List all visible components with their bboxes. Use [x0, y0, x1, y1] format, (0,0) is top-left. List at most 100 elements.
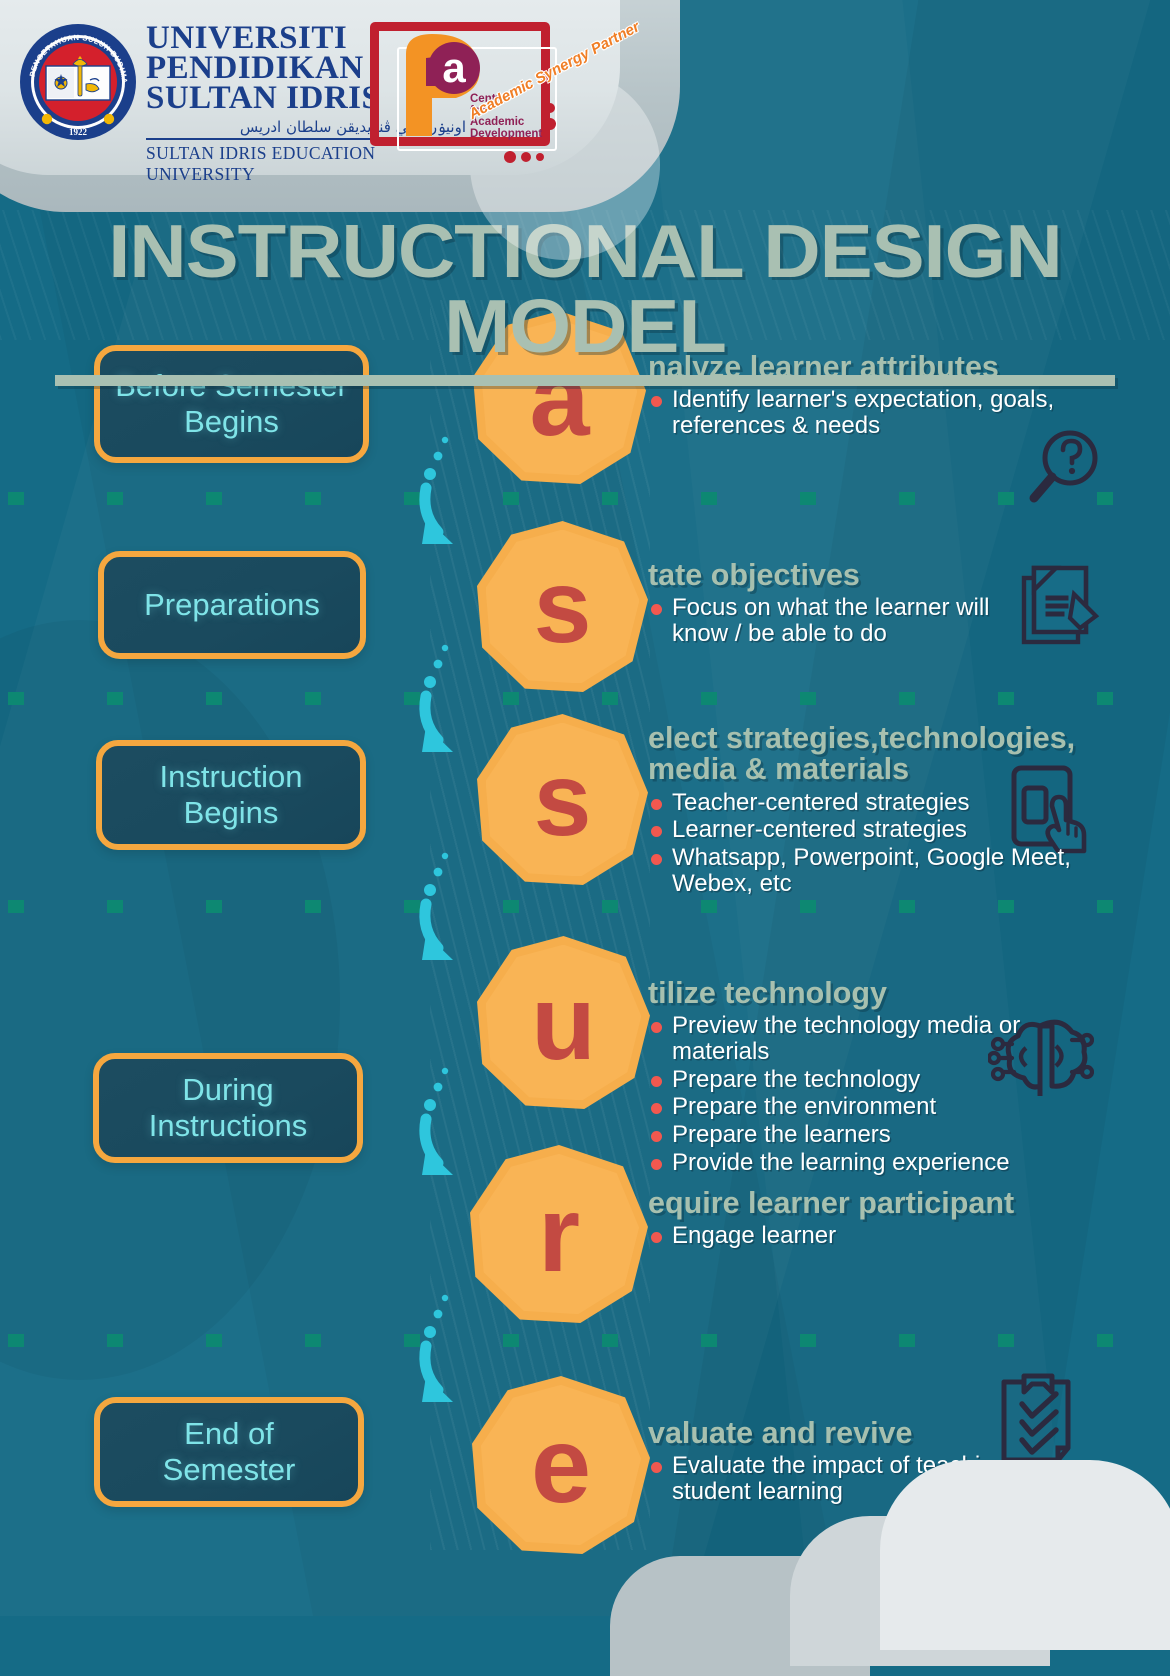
- step-bullet-item: Preview the technology media or material…: [648, 1013, 1028, 1065]
- cad-line-1: Centre: [470, 93, 507, 105]
- octagon-inner-2: [485, 722, 640, 877]
- octagon-inner-4: [478, 1153, 640, 1315]
- octagon-letter-1: s: [533, 548, 592, 665]
- university-english: SULTAN IDRIS EDUCATION UNIVERSITY: [146, 143, 376, 184]
- octagon-letter-3: u: [531, 963, 596, 1082]
- university-wordmark: UNIVERSITI PENDIDIKAN SULTAN IDRIS اونيۏ…: [146, 22, 466, 185]
- title-section: INSTRUCTIONAL DESIGN MODEL: [0, 214, 1170, 386]
- octagon-step-e[interactable]: e: [472, 1376, 650, 1554]
- cad-dots-vertical-icon: [544, 103, 556, 130]
- university-rule: [146, 138, 446, 140]
- divider-dashed-1: [8, 492, 1162, 505]
- step-bullets-3: Preview the technology media or material…: [648, 1013, 1028, 1175]
- svg-text:a: a: [442, 44, 466, 91]
- cad-line-4: Development: [470, 127, 543, 140]
- step-bullets-1: Focus on what the learner will know / be…: [648, 595, 1028, 647]
- title-underline: [55, 375, 1115, 386]
- divider-dashed-4: [8, 1334, 1162, 1347]
- stage-label-line: Begins: [183, 795, 279, 830]
- step-bullet-item: Engage learner: [648, 1223, 1088, 1249]
- octagon-inner-5: [480, 1384, 642, 1546]
- cad-frame-red: [370, 22, 557, 151]
- step-content-s2: elect strategies,technologies, media & m…: [648, 721, 1098, 899]
- stage-label-line: Preparations: [144, 587, 320, 623]
- magnifier-question-icon: [1022, 428, 1106, 506]
- svg-text:1922: 1922: [69, 127, 88, 137]
- step-bullet-item: Prepare the technology: [648, 1067, 1028, 1093]
- university-line-1: UNIVERSITI: [146, 20, 348, 56]
- upsi-crest-icon: 1922 PENGETAHUAN SULUH BUDIMAN: [15, 15, 138, 142]
- cad-wordmark: Centre for Academic Development: [470, 93, 543, 140]
- step-bullet-item: Provide the learning experience: [648, 1150, 1028, 1176]
- cad-frame-white: [397, 47, 557, 151]
- step-content-r: equire learner participant Engage learne…: [648, 1186, 1088, 1251]
- stage-box-preparations[interactable]: Preparations: [98, 551, 366, 659]
- octagon-inner-1: [485, 529, 640, 684]
- arrow-down-3: [404, 848, 474, 970]
- arrow-down-5: [404, 1290, 474, 1412]
- ai-brain-circuit-icon: [986, 1014, 1095, 1106]
- cad-p-icon: a: [406, 34, 480, 136]
- stage-label-line: Instructions: [148, 1108, 308, 1143]
- university-line-3: SULTAN IDRIS: [146, 80, 381, 116]
- cad-logo: a Centre for Academic Development Academ…: [362, 16, 643, 176]
- university-line-2: PENDIDIKAN: [146, 50, 364, 86]
- arrow-down-2: [404, 640, 474, 762]
- cad-dots-horizontal-icon: [504, 151, 544, 163]
- step-bullet-item: Prepare the learners: [648, 1122, 1028, 1148]
- step-bullet-item: Teacher-centered strategies: [648, 790, 1098, 816]
- step-bullet-item: Prepare the environment: [648, 1094, 1028, 1120]
- octagon-step-s1[interactable]: s: [477, 521, 648, 692]
- octagon-step-a[interactable]: a: [473, 311, 646, 484]
- step-heading-2: elect strategies,technologies, media & m…: [648, 721, 1076, 787]
- stage-label-line: End of: [184, 1416, 274, 1452]
- footer-decoration: [610, 1446, 1170, 1676]
- octagon-step-s2[interactable]: s: [477, 714, 648, 885]
- step-content-s1: tate objectives Focus on what the learne…: [648, 558, 1028, 649]
- octagon-inner-3: [485, 944, 642, 1101]
- stage-label-1: Preparations: [144, 587, 320, 623]
- octagon-inner-0: [481, 319, 638, 476]
- step-bullets-4: Engage learner: [648, 1223, 1088, 1249]
- step-heading-3: tilize technology: [648, 976, 887, 1010]
- octagon-step-r[interactable]: r: [470, 1145, 648, 1323]
- step-heading-4: equire learner participant: [648, 1186, 1015, 1220]
- octagon-letter-5: e: [530, 1404, 592, 1525]
- arrow-down-4: [404, 1063, 474, 1185]
- stage-label-line: Instruction: [159, 759, 303, 795]
- clipboard-checklist-icon: [996, 1372, 1084, 1470]
- cad-line-2: for: [470, 104, 486, 117]
- stage-label-line: During: [182, 1072, 274, 1108]
- bg-hatch-top: [0, 210, 1170, 340]
- stage-label-line: Begins: [184, 404, 279, 439]
- step-bullets-0: Identify learner's expectation, goals, r…: [648, 387, 1088, 439]
- step-bullet-item: Learner-centered strategies: [648, 817, 1098, 843]
- cad-line-3: Academic: [470, 116, 525, 128]
- arrow-down-1: [404, 432, 474, 554]
- octagon-letter-0: a: [529, 336, 590, 458]
- page-title: INSTRUCTIONAL DESIGN MODEL: [108, 209, 1063, 368]
- step-bullet-item: Whatsapp, Powerpoint, Google Meet, Webex…: [648, 845, 1098, 896]
- octagon-letter-2: s: [533, 741, 592, 858]
- octagon-letter-4: r: [537, 1173, 581, 1294]
- divider-dashed-2: [8, 692, 1162, 705]
- tablet-hand-tap-icon: [1006, 762, 1098, 856]
- step-heading-1: tate objectives: [648, 558, 860, 592]
- step-heading-5: valuate and revive: [648, 1416, 913, 1450]
- document-pencil-icon: [1018, 560, 1106, 648]
- step-content-u: tilize technology Preview the technology…: [648, 976, 1028, 1177]
- step-bullet-item: Focus on what the learner will know / be…: [648, 595, 1028, 647]
- header-banner: 1922 PENGETAHUAN SULUH BUDIMAN UNIVERSIT…: [0, 0, 700, 260]
- footer-blob-1: [880, 1460, 1170, 1650]
- stage-label-line: Semester: [162, 1452, 296, 1487]
- octagon-step-u[interactable]: u: [477, 936, 650, 1109]
- step-bullet-item: Identify learner's expectation, goals, r…: [648, 387, 1088, 439]
- divider-dashed-3: [8, 900, 1162, 913]
